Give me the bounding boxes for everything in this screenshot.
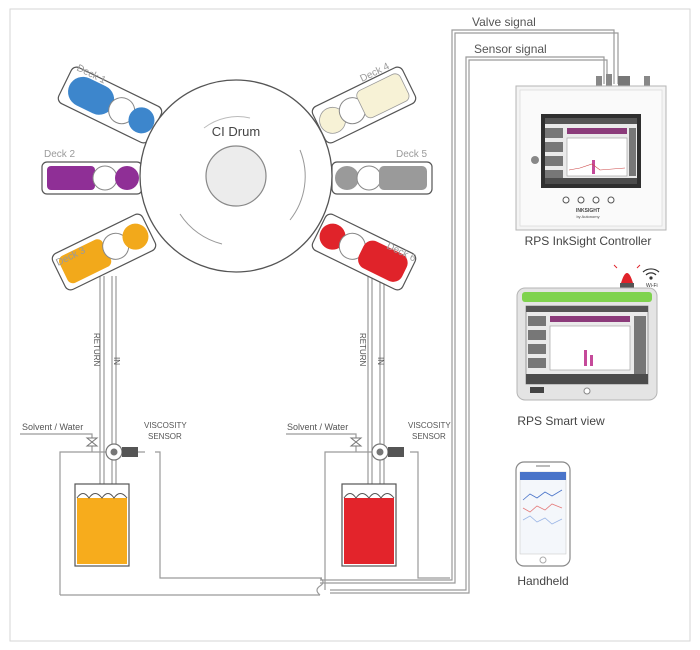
left-viscosity-label-1: VISCOSITY xyxy=(144,421,187,430)
wifi-icon xyxy=(642,268,660,280)
right-viscosity-label-1: VISCOSITY xyxy=(408,421,451,430)
controller-label: RPS InkSight Controller xyxy=(525,234,652,248)
deck-5-ink-tray xyxy=(379,166,427,190)
valve-signal-wire-inner xyxy=(320,32,619,584)
controller-lock-icon xyxy=(531,156,539,164)
right-solvent-label: Solvent / Water xyxy=(287,422,348,432)
deck-1 xyxy=(57,66,163,144)
beacon-base xyxy=(620,283,634,288)
valve-signal-wire xyxy=(320,29,615,581)
deck-5-plate-roll xyxy=(335,166,359,190)
deck-3-ink-tray xyxy=(59,239,112,284)
right-return-label: RETURN xyxy=(358,333,367,367)
left-viscosity-label-2: SENSOR xyxy=(148,432,182,441)
left-in-label: IN xyxy=(112,357,121,365)
deck-6 xyxy=(311,213,417,291)
controller-brand-sub: by Autonomy xyxy=(576,214,599,219)
deck-2-anilox-roll xyxy=(92,165,118,191)
smart-view-label: RPS Smart view xyxy=(517,414,605,428)
right-in-label: IN xyxy=(376,357,385,365)
handheld-screen xyxy=(519,471,567,555)
right-ink-tank xyxy=(341,483,397,567)
deck-2-plate-roll xyxy=(115,166,139,190)
ci-drum xyxy=(139,79,333,273)
left-tank-return-loop xyxy=(155,451,322,579)
inksight-controller xyxy=(515,74,667,231)
left-return-label: RETURN xyxy=(92,333,101,367)
smart-view-status-bar xyxy=(522,292,652,302)
smart-view-panel: Wi-Fi xyxy=(516,264,660,401)
pipe-crossover xyxy=(316,577,324,596)
deck-2-label: Deck 2 xyxy=(44,149,76,160)
drum-rotation-arc-2 xyxy=(179,213,223,245)
wifi-label: Wi-Fi xyxy=(646,283,658,289)
controller-button-1[interactable] xyxy=(562,196,570,204)
drum-rotation-arc xyxy=(289,149,306,221)
right-valve-icon xyxy=(349,437,363,447)
deck-5 xyxy=(331,161,433,195)
left-valve-icon xyxy=(85,437,99,447)
controller-button-3[interactable] xyxy=(592,196,600,204)
diagram-frame xyxy=(9,8,691,642)
handheld-label: Handheld xyxy=(517,574,568,588)
drum-hub xyxy=(205,145,267,207)
deck-5-anilox-roll xyxy=(356,165,382,191)
left-solvent-line xyxy=(20,433,93,452)
right-tank-ink xyxy=(344,498,394,564)
controller-button-4[interactable] xyxy=(607,196,615,204)
right-viscosity-sensor-icon xyxy=(371,443,404,461)
sensor-signal-wire-inner xyxy=(330,59,608,594)
controller-button-2[interactable] xyxy=(577,196,585,204)
handheld-phone xyxy=(515,461,571,567)
deck-3-plate-roll xyxy=(122,223,149,250)
sensor-signal-wire xyxy=(330,56,605,591)
right-solvent-line xyxy=(286,433,357,452)
ci-drum-label: CI Drum xyxy=(212,124,260,139)
right-viscosity-label-2: SENSOR xyxy=(412,432,446,441)
deck-4-ink-tray xyxy=(356,73,410,119)
deck-3 xyxy=(51,213,157,291)
controller-brand: INKSIGHT xyxy=(576,208,600,214)
valve-signal-label: Valve signal xyxy=(472,15,536,29)
deck-6-plate-roll xyxy=(319,223,346,250)
deck-6-ink-tray xyxy=(358,240,408,282)
alarm-beacon-icon xyxy=(621,273,633,283)
signal-wires xyxy=(320,29,619,594)
deck-1-ink-tray xyxy=(68,76,115,115)
deck-1-plate-roll xyxy=(128,107,155,134)
left-tank-ink xyxy=(77,498,127,564)
left-solvent-label: Solvent / Water xyxy=(22,422,83,432)
deck-2 xyxy=(41,161,143,195)
right-tank-loop xyxy=(410,451,450,579)
deck-2-ink-tray xyxy=(47,166,95,190)
deck-5-label: Deck 5 xyxy=(396,149,428,160)
left-viscosity-sensor-icon xyxy=(105,443,138,461)
left-ink-tank xyxy=(74,483,130,567)
sensor-signal-label: Sensor signal xyxy=(474,42,547,56)
